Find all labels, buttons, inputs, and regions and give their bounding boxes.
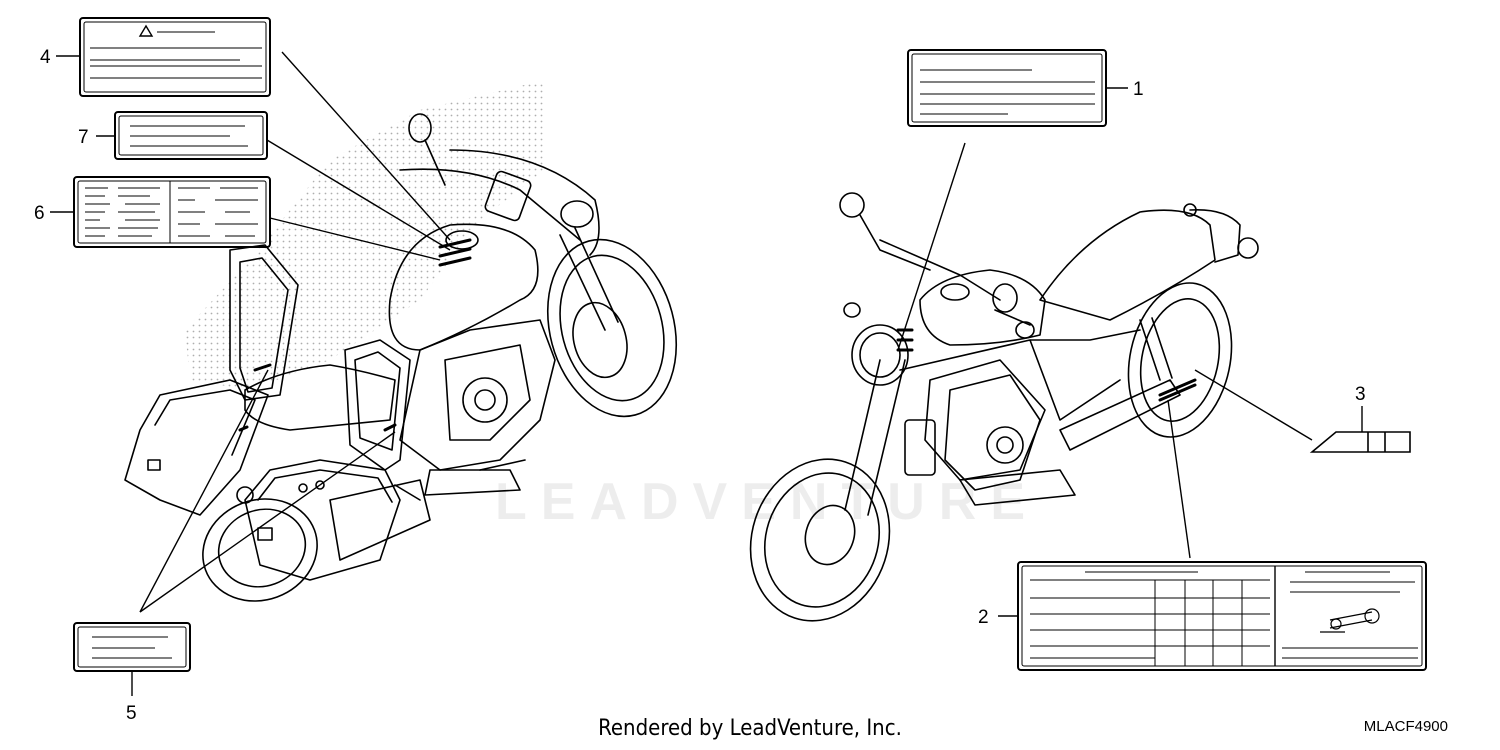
callout-7: 7 bbox=[78, 127, 89, 148]
diagram-code: MLACF4900 bbox=[1363, 718, 1448, 735]
label-decal-7[interactable] bbox=[114, 111, 268, 160]
label-decal-1[interactable] bbox=[907, 49, 1107, 127]
motorcycle-right bbox=[749, 192, 1259, 622]
warning-triangle-icon bbox=[138, 24, 154, 37]
label-decal-4[interactable] bbox=[79, 17, 271, 97]
stipple-shading bbox=[185, 80, 545, 390]
callout-6: 6 bbox=[34, 203, 45, 224]
label-decal-5[interactable] bbox=[73, 622, 191, 672]
label-decal-6[interactable] bbox=[73, 176, 271, 248]
callout-2: 2 bbox=[978, 607, 989, 628]
callout-1: 1 bbox=[1133, 79, 1144, 100]
label-decal-3[interactable] bbox=[1309, 431, 1411, 453]
footer-credit: Rendered by LeadVenture, Inc. bbox=[598, 716, 902, 741]
leader-lines bbox=[50, 51, 1363, 696]
callout-3: 3 bbox=[1355, 384, 1366, 405]
callout-5: 5 bbox=[126, 703, 137, 724]
callout-4: 4 bbox=[40, 47, 51, 68]
watermark: LEADVENTURE bbox=[495, 473, 1040, 531]
label-decal-2[interactable] bbox=[1017, 561, 1427, 671]
motorcycle-left bbox=[124, 113, 678, 602]
